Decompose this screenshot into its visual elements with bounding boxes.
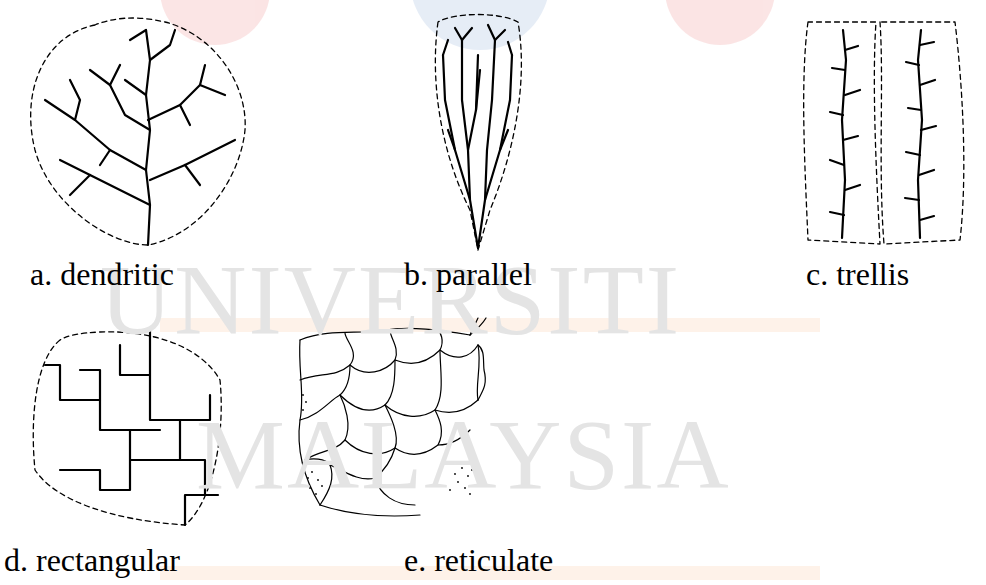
pattern-caption: a. dendritic xyxy=(30,258,174,290)
parallel-pattern xyxy=(435,15,521,251)
pattern-caption: b. parallel xyxy=(404,258,532,290)
pattern-caption: d. rectangular xyxy=(4,544,180,576)
watermark-text: MALAYSIA xyxy=(196,405,731,505)
trellis-pattern xyxy=(804,22,964,244)
dendritic-pattern xyxy=(31,18,246,245)
watermark-text: UNIVERSITI xyxy=(100,250,681,350)
rectangular-pattern xyxy=(33,330,221,525)
pattern-caption: c. trellis xyxy=(806,258,909,290)
pattern-caption: e. reticulate xyxy=(404,544,553,576)
